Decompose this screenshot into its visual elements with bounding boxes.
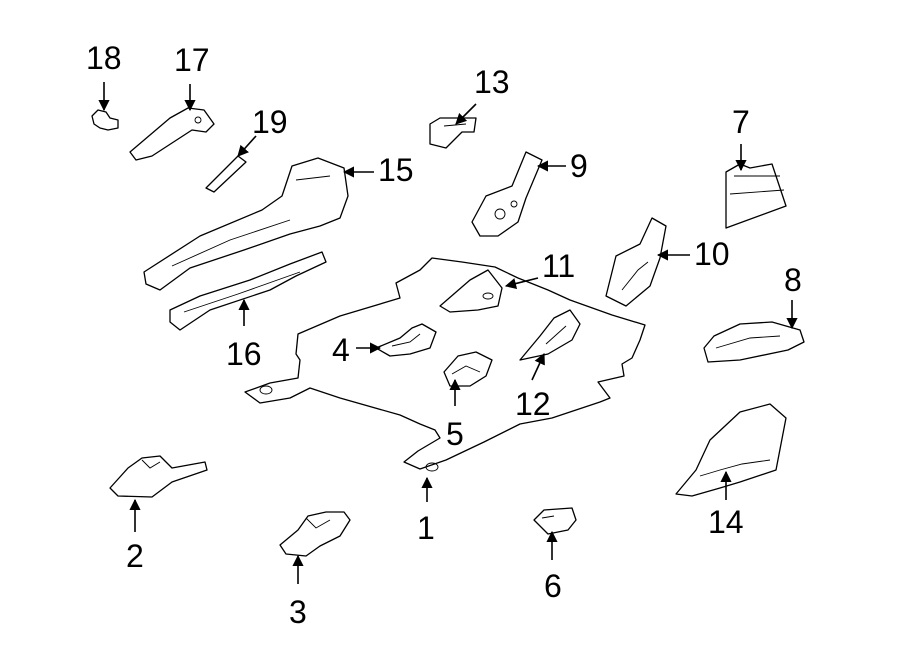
callout-9: 9 (570, 148, 588, 184)
part-14-shield (675, 403, 787, 497)
callout-17: 17 (174, 42, 210, 78)
part-1-floor-pan (244, 257, 646, 472)
part-18-bolt (91, 109, 119, 131)
callout-6: 6 (544, 568, 562, 604)
part-3-bracket (279, 511, 351, 557)
part-10-hinge-bracket (605, 217, 667, 307)
part-16-track (169, 251, 327, 331)
leader-arrows (98, 82, 798, 584)
callout-8: 8 (784, 262, 802, 298)
arrow-12 (531, 352, 545, 381)
part-6-clip (533, 507, 577, 535)
arrow-11 (504, 277, 539, 289)
callout-4: 4 (332, 332, 350, 368)
callout-5: 5 (446, 416, 464, 452)
callout-15: 15 (378, 152, 414, 188)
callout-3: 3 (289, 594, 307, 630)
arrow-19 (237, 135, 257, 157)
callout-14: 14 (708, 504, 744, 540)
callout-1: 1 (417, 510, 435, 546)
callout-16: 16 (226, 336, 262, 372)
arrow-13 (455, 103, 477, 125)
part-15-shield (143, 157, 349, 291)
callout-18: 18 (86, 40, 122, 76)
callout-19: 19 (252, 104, 288, 140)
callout-12: 12 (515, 386, 551, 422)
part-7-cover (725, 163, 787, 229)
part-11-plate (439, 269, 503, 313)
callout-2: 2 (126, 538, 144, 574)
part-19-pin (205, 155, 247, 193)
part-12-support (519, 309, 581, 361)
callout-11: 11 (542, 248, 576, 284)
part-9-hinge-bracket (471, 151, 543, 237)
callout-13: 13 (474, 64, 510, 100)
part-13-cover (429, 117, 477, 149)
callout-7: 7 (732, 104, 750, 140)
callout-10: 10 (694, 236, 730, 272)
part-17-rail (129, 107, 215, 161)
part-2-bracket (109, 455, 208, 498)
part-4-bracket (375, 323, 437, 357)
part-8-cover (703, 321, 805, 363)
